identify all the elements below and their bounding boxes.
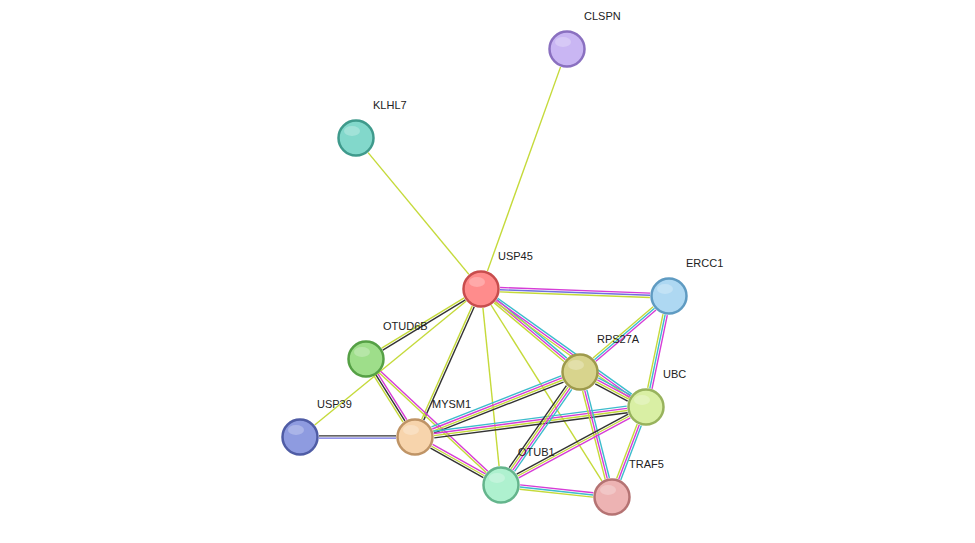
interaction-edge [517, 414, 631, 478]
evidence-line [382, 298, 465, 348]
evidence-line [424, 307, 475, 420]
interaction-edge [595, 378, 631, 401]
evidence-line [494, 303, 564, 362]
node-circle [281, 418, 319, 456]
node-label: USP39 [317, 398, 352, 411]
interaction-edge [509, 386, 572, 472]
evidence-line [518, 416, 630, 476]
evidence-line [319, 437, 396, 438]
protein-node: RPS27A [561, 353, 599, 391]
protein-node: CLSPN [548, 30, 586, 68]
node-label: UBC [663, 368, 686, 381]
node-label: KLHL7 [373, 99, 407, 112]
interaction-edge [617, 424, 642, 480]
protein-node: TRAF5 [593, 478, 631, 516]
evidence-line [368, 153, 469, 275]
evidence-line [378, 374, 407, 420]
node-circle [462, 270, 500, 308]
evidence-line [383, 300, 466, 350]
node-label: MYSM1 [432, 398, 471, 411]
node-circle [337, 119, 375, 157]
evidence-line [487, 67, 560, 271]
evidence-line [513, 388, 570, 470]
node-circle [548, 30, 586, 68]
interaction-edge [319, 436, 396, 438]
evidence-line [433, 444, 486, 473]
evidence-line [619, 425, 640, 479]
protein-node: UBC [627, 388, 665, 426]
node-label: OTUB1 [518, 446, 555, 459]
protein-node: ERCC1 [650, 277, 688, 315]
interaction-edge [483, 308, 499, 466]
evidence-line [648, 314, 663, 388]
node-circle [593, 478, 631, 516]
evidence-line [650, 315, 665, 389]
evidence-line [621, 426, 642, 480]
node-circle [347, 340, 385, 378]
protein-node: USP39 [281, 418, 319, 456]
interaction-edge [431, 444, 486, 477]
node-circle [627, 388, 665, 426]
node-label: OTUD6B [383, 320, 428, 333]
evidence-line [483, 308, 499, 466]
node-circle [396, 418, 434, 456]
node-circle [482, 466, 520, 504]
interaction-edge [487, 67, 560, 271]
interaction-edge [593, 307, 656, 362]
evidence-line [520, 489, 593, 497]
evidence-line [381, 371, 488, 471]
evidence-line [432, 446, 485, 475]
interaction-edge [368, 153, 469, 275]
node-label: TRAF5 [629, 458, 664, 471]
evidence-line [595, 384, 627, 401]
interaction-edge [379, 371, 488, 473]
protein-node: USP45 [462, 270, 500, 308]
evidence-line [500, 292, 650, 298]
protein-node: OTUB1 [482, 466, 520, 504]
evidence-line [379, 373, 486, 473]
evidence-line [509, 386, 566, 468]
evidence-line [519, 418, 631, 478]
evidence-line [597, 380, 629, 397]
evidence-line [598, 378, 630, 395]
protein-node: MYSM1 [396, 418, 434, 456]
evidence-line [422, 306, 473, 419]
evidence-line [593, 307, 653, 358]
interaction-edge [382, 298, 466, 350]
interaction-edge [422, 306, 475, 420]
node-label: ERCC1 [686, 257, 723, 270]
evidence-line [617, 424, 638, 478]
interaction-edge [520, 485, 594, 497]
node-circle [561, 353, 599, 391]
evidence-line [374, 376, 403, 422]
node-circle [650, 277, 688, 315]
evidence-line [319, 435, 396, 436]
evidence-line [596, 382, 628, 399]
interaction-edge [500, 288, 650, 298]
evidence-line [431, 448, 484, 477]
evidence-line [596, 310, 656, 361]
evidence-line [517, 414, 629, 474]
protein-node: OTUD6B [347, 340, 385, 378]
evidence-line [376, 375, 405, 421]
protein-node: KLHL7 [337, 119, 375, 157]
evidence-line [594, 308, 654, 359]
node-label: RPS27A [597, 333, 639, 346]
node-label: CLSPN [584, 10, 621, 23]
node-label: USP45 [498, 250, 533, 263]
